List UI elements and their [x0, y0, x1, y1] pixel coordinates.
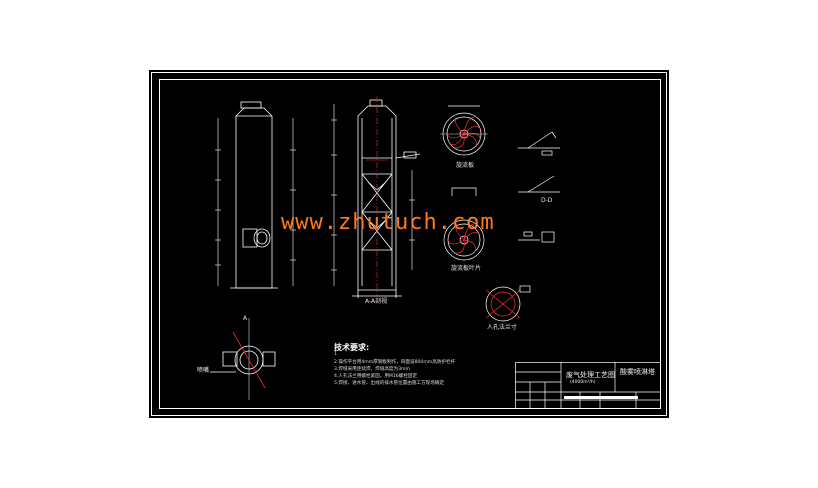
tech-line-1: 1.: [334, 352, 339, 357]
title-bar: [564, 396, 638, 399]
inner-border: [159, 79, 661, 409]
manhole-detail: [485, 285, 531, 322]
title-block-right-title: 酸雾喷淋塔: [620, 368, 655, 376]
outer-border: [151, 72, 667, 416]
title-block-main-title: 废气处理工艺图: [566, 371, 615, 379]
tech-line-4: 4.人孔法兰用螺栓紧固，用M16螺栓固定: [334, 374, 418, 379]
watermark-text: www.zhutuch.com: [281, 210, 495, 235]
tech-requirements-title: 技术要求:: [334, 343, 370, 352]
label-impeller-2: 旋流板叶片: [451, 265, 482, 272]
tech-line-5: 5.焊接、进水管、出线的排水管位置由施工方现场确定: [334, 381, 445, 386]
tower-elevation: [230, 101, 278, 289]
label-manhole: 人孔法兰寸: [487, 324, 518, 331]
section-red-centerline: [366, 96, 388, 296]
tower-section: [352, 99, 421, 298]
label-nozzle: 喷嘴: [197, 367, 210, 374]
tech-line-2: 2.操作平台用4mm厚钢板制作，四面设800mm高防护栏杆: [334, 360, 456, 365]
plan-view: [210, 318, 276, 400]
section-dimension-chain: [331, 104, 415, 286]
tech-line-3: 3.焊缝采用连续焊，焊缝高度为3mm: [334, 367, 410, 372]
title-block: [515, 362, 661, 409]
label-section-aa: A-A剖视: [365, 298, 388, 305]
left-dimension-chain: [215, 118, 296, 286]
label-d-mark: D-D: [541, 197, 553, 204]
blade-detail-views: [518, 131, 560, 243]
swirl-plate-2: [443, 187, 485, 261]
label-impeller-1: 旋流板: [456, 162, 475, 169]
swirl-plate-1: [440, 105, 488, 156]
label-a-mark: A: [243, 315, 248, 322]
title-block-subtitle: (4000m³/h): [570, 380, 596, 385]
